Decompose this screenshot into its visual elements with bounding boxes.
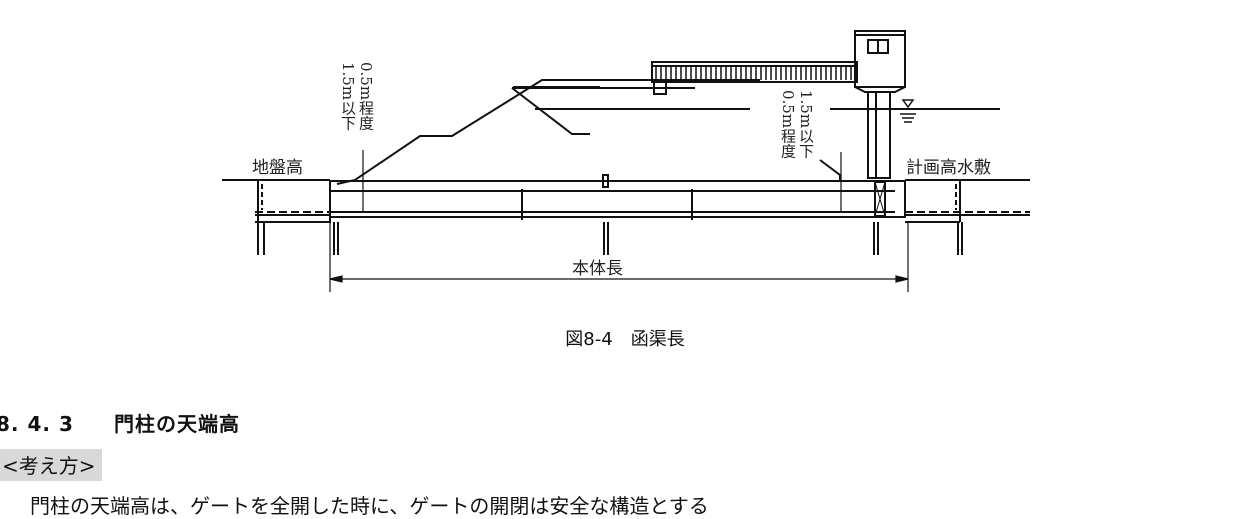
service-bridge — [651, 61, 858, 95]
body-text: 門柱の天端高は、ゲートを全開した時に、ゲートの開閉は安全な構造とする — [30, 494, 709, 518]
gate-house — [854, 30, 906, 179]
planned-high-water-bed-label: 計画高水敷 — [906, 158, 991, 178]
figure-caption: 図8-4 函渠長 — [565, 329, 685, 350]
riverside-slope-real — [511, 87, 590, 135]
embankment — [336, 79, 760, 185]
culvert-length-diagram — [222, 30, 1030, 292]
left-dimension-1: 1.5m以下 — [339, 62, 357, 131]
right-dimension-2: 1.5m以下 — [797, 90, 815, 159]
section-title: 門柱の天端高 — [114, 412, 240, 436]
subheading: <考え方> — [0, 449, 102, 481]
section-heading: 8. 4. 3 門柱の天端高 — [0, 408, 240, 437]
left-dimension-2: 0.5m程度 — [357, 62, 375, 131]
riverside-lower-slope — [819, 159, 841, 180]
culvert-body — [255, 174, 1030, 223]
body-length-dimension — [329, 222, 909, 292]
body-length-label: 本体長 — [572, 259, 623, 279]
water-level-icon — [901, 99, 915, 109]
ground-height-label: 地盤高 — [252, 158, 303, 178]
right-dimension-1: 0.5m程度 — [779, 90, 797, 159]
piles — [257, 222, 963, 255]
section-number: 8. 4. 3 — [0, 412, 74, 436]
